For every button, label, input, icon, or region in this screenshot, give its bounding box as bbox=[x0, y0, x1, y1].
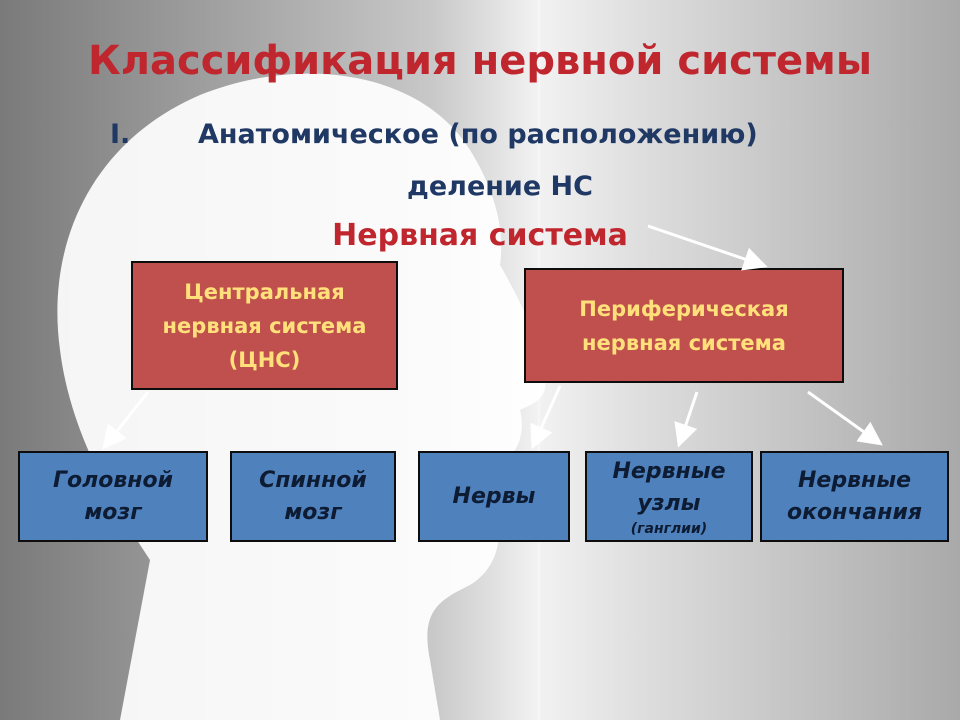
arrow-root-to-peripheral bbox=[647, 224, 768, 271]
central-nervous-system-box: Центральная нервная система (ЦНС) bbox=[131, 261, 398, 390]
brain-label: Головной мозг bbox=[52, 467, 173, 525]
brain-box: Головной мозг bbox=[18, 451, 208, 542]
ganglia-note: (ганглии) bbox=[630, 520, 708, 537]
arrow-pns-to-ganglia bbox=[674, 391, 699, 448]
root-node-label: Нервная система bbox=[332, 218, 628, 253]
nerve-endings-label: Нервные окончания bbox=[786, 467, 923, 525]
subtitle-line-2: деление НС bbox=[407, 171, 593, 202]
arrow-pns-to-endings bbox=[807, 390, 883, 446]
nerve-endings-box: Нервные окончания bbox=[760, 451, 949, 542]
ganglia-label: Нервные узлы bbox=[612, 458, 726, 516]
slide-title: Классификация нервной системы bbox=[88, 38, 872, 84]
nerves-box: Нервы bbox=[418, 451, 570, 542]
subtitle-line-1: Анатомическое (по расположению) bbox=[198, 119, 758, 150]
spinal-cord-label: Спинной мозг bbox=[259, 467, 367, 525]
peripheral-nervous-system-box: Периферическая нервная система bbox=[524, 268, 844, 383]
ganglia-box: Нервные узлы (ганглии) bbox=[585, 451, 753, 542]
section-number: I. bbox=[110, 119, 131, 150]
nerves-label: Нервы bbox=[452, 483, 536, 509]
arrow-cns-to-brain bbox=[102, 391, 150, 450]
spinal-cord-box: Спинной мозг bbox=[230, 451, 396, 542]
arrow-pns-to-nerves bbox=[530, 385, 562, 450]
